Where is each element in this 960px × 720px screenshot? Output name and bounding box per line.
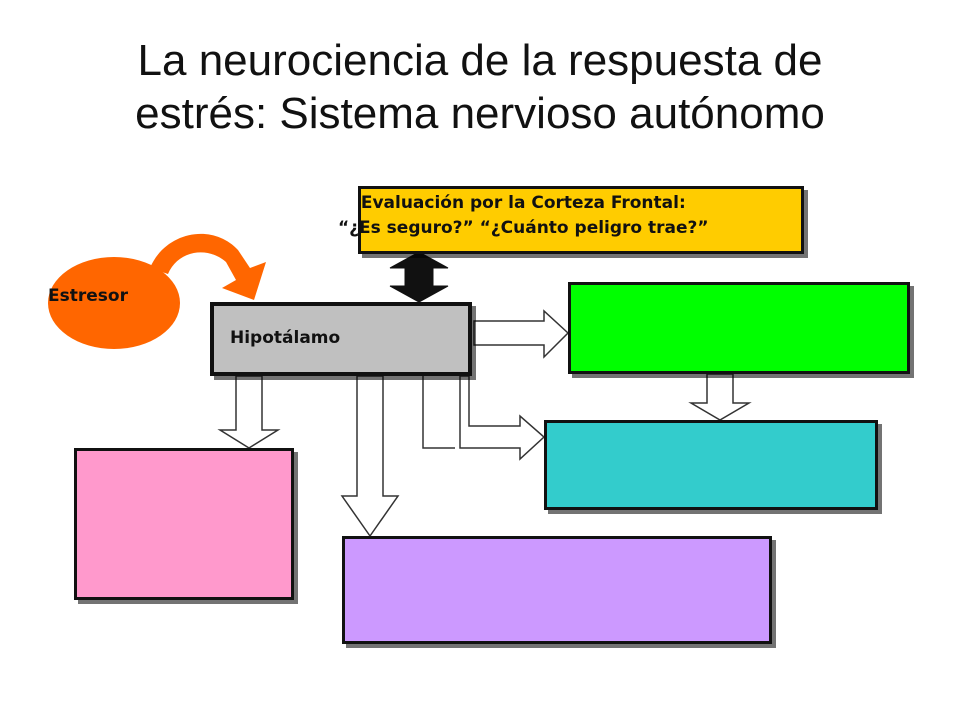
cortex-box xyxy=(358,186,804,254)
arrow-to-purple-box xyxy=(340,375,400,538)
stressor-curved-arrow xyxy=(150,233,266,300)
arrow-green-to-teal xyxy=(688,373,752,421)
pink-box xyxy=(74,448,294,600)
hypothalamus-box xyxy=(210,302,472,376)
cortex-label: Evaluación por la Corteza Frontal: “¿Es … xyxy=(338,191,709,241)
stressor-label: Estresor xyxy=(48,286,128,306)
cortex-label-line-2: “¿Es seguro?” “¿Cuánto peligro trae?” xyxy=(338,218,709,238)
title-line-1: La neurociencia de la respuesta de xyxy=(137,36,823,85)
title-line-2: estrés: Sistema nervioso autónomo xyxy=(135,89,825,138)
hypothalamus-label: Hipotálamo xyxy=(230,328,341,348)
arrow-to-green-box xyxy=(473,309,570,359)
teal-box xyxy=(544,420,878,510)
cortex-label-line-1: Evaluación por la Corteza Frontal: xyxy=(360,193,686,213)
cortex-hypothalamus-double-arrow xyxy=(389,251,449,303)
arrow-to-teal-box xyxy=(459,375,546,461)
elbow-connector xyxy=(422,376,455,449)
slide-title: La neurociencia de la respuesta de estré… xyxy=(0,34,960,140)
green-box xyxy=(568,282,910,374)
purple-box xyxy=(342,536,772,644)
arrow-to-pink-box xyxy=(217,375,281,449)
stressor-shape xyxy=(48,257,180,349)
